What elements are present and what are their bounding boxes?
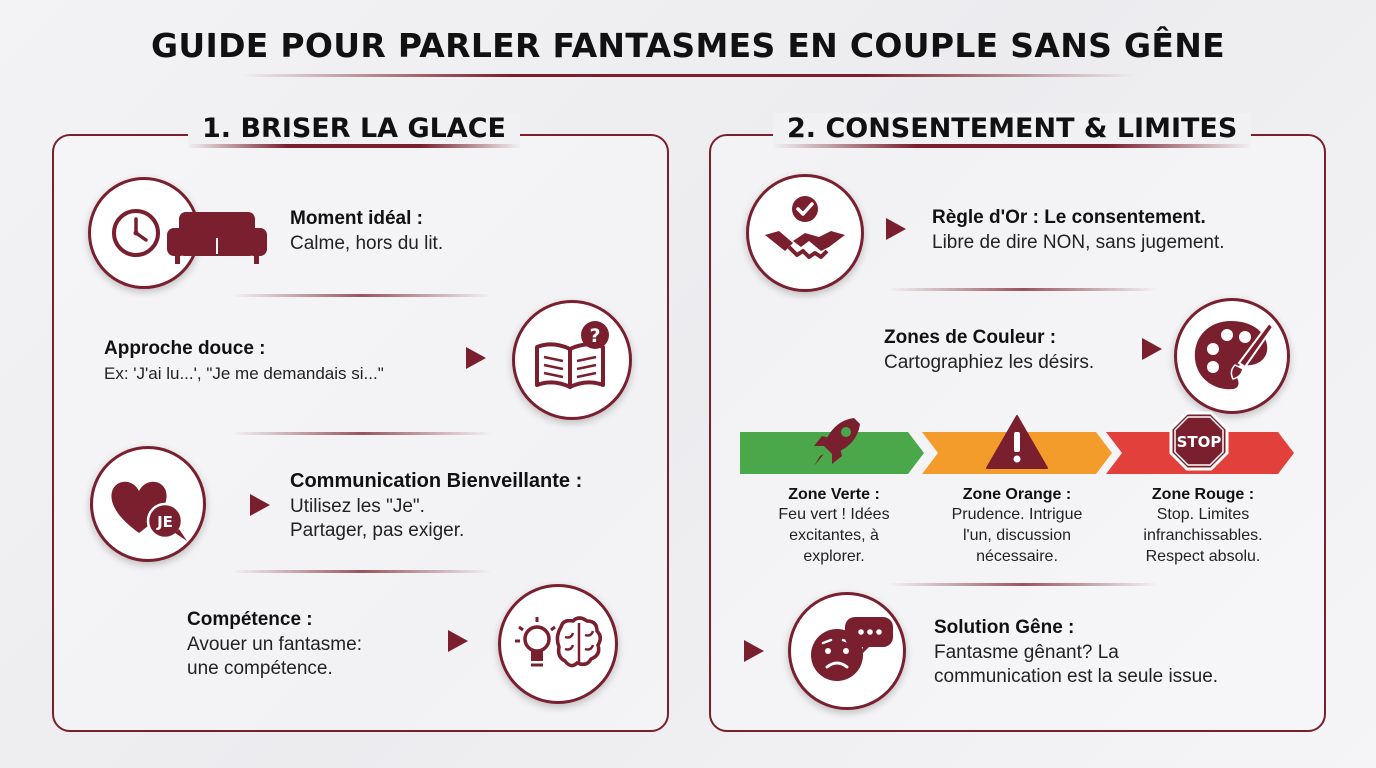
consent-icon-circle [746,174,864,292]
zone-desc-line: nécessaire. [976,548,1058,565]
zone-name: Zone Rouge : [1151,486,1255,503]
communication-heading: Communication Bienveillante : [290,470,583,492]
heart-je-bubble-icon: JE [111,481,187,541]
palette-brush-icon [1194,321,1275,390]
zone-name: Zone Verte : [788,486,880,503]
zone-desc-line: excitantes, à [789,527,879,544]
divider [232,432,492,435]
competence-heading: Compétence : [187,609,313,630]
zone-verte: Zone Verte : Feu vert ! Idées excitantes… [744,486,924,567]
stop-sign-icon: STOP [1169,411,1229,471]
competence-icon-circle [498,584,618,704]
sofa-icon [167,212,267,264]
divider [888,583,1158,586]
zone-orange: Zone Orange : Prudence. Intrigue l'un, d… [924,486,1110,567]
solution-heading: Solution Gêne : [934,617,1075,638]
zone-desc-line: Respect absolu. [1145,548,1261,565]
moment-text: Calme, hors du lit. [290,233,444,254]
zone-desc-line: infranchissables. [1143,527,1263,544]
book-icon-circle: ? [512,300,632,420]
arrow-icon [886,218,906,240]
zone-desc-line: Stop. Limites [1156,506,1250,523]
regle-text: Libre de dire NON, sans jugement. [932,232,1225,253]
solution-icon-circle [788,592,906,710]
arrow-icon [250,494,270,516]
zone-desc-line: l'un, discussion [963,527,1071,544]
arrow-icon [744,640,764,662]
palette-icon-circle [1174,298,1290,414]
section-title: 1. BRISER LA GLACE [202,113,506,144]
zone-desc-line: Prudence. Intrigue [951,506,1083,523]
rocket-icon [814,418,860,466]
zone-name: Zone Orange : [962,486,1072,503]
arrow-icon [448,630,468,652]
handshake-check-icon [765,196,845,259]
clock-icon [112,209,160,257]
divider [888,288,1158,291]
solution-text-1: Fantasme gênant? La [934,642,1119,663]
zone-desc-line: Feu vert ! Idées [778,506,890,523]
competence-text-2: une compétence. [187,658,333,679]
section-title-wrapper: 2. CONSENTEMENT & LIMITES [773,113,1252,148]
approche-heading: Approche douce : [104,338,266,359]
moment-heading: Moment idéal : [290,208,424,229]
communication-text-2: Partager, pas exiger. [290,520,465,541]
communication-icon-circle: JE [90,446,206,562]
worried-face-speech-icon [811,617,893,681]
section-title-wrapper: 1. BRISER LA GLACE [188,113,520,148]
section-title-underline [188,144,520,148]
regle-heading: Règle d'Or : Le consentement. [932,207,1206,228]
divider [232,570,492,573]
communication-text-1: Utilisez les "Je". [290,496,425,517]
section-title-underline [773,144,1252,148]
section-title: 2. CONSENTEMENT & LIMITES [787,113,1238,144]
approche-text: Ex: 'J'ai lu...', "Je me demandais si...… [104,364,384,383]
je-badge: JE [156,513,173,531]
zone-rouge: Zone Rouge : Stop. Limites infranchissab… [1110,486,1296,567]
page-title: GUIDE POUR PARLER FANTASMES EN COUPLE SA… [151,26,1225,65]
arrow-icon [1142,338,1162,360]
zones-heading: Zones de Couleur : [884,327,1057,348]
solution-text-2: communication est la seule issue. [934,666,1219,687]
title-underline [240,74,1136,77]
competence-text-1: Avouer un fantasme: [187,634,362,655]
svg-text:?: ? [589,325,600,347]
zone-desc-line: explorer. [803,548,865,565]
moment-icon-circle [88,177,200,289]
warning-icon [986,415,1048,469]
open-book-question-icon: ? [535,321,609,389]
stop-sign-text: STOP [1177,433,1222,451]
lightbulb-brain-icon [515,616,602,668]
divider [232,294,492,297]
arrow-icon [466,347,486,369]
zones-text: Cartographiez les désirs. [884,352,1095,373]
